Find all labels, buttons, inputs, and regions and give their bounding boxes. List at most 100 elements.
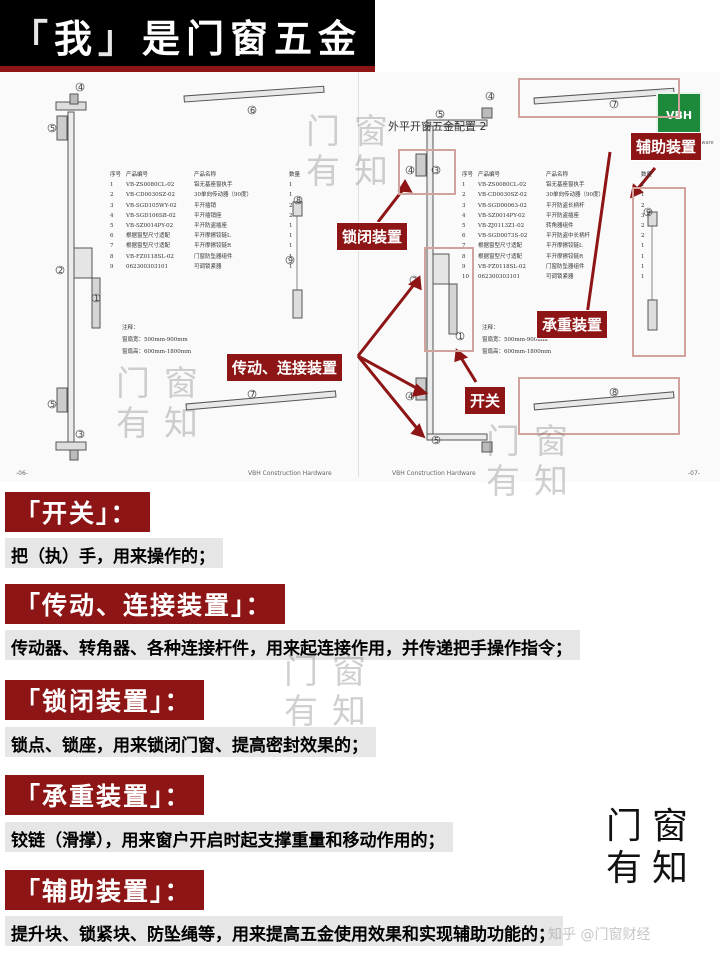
table-cell: 9 [462,263,466,270]
section-lock-desc: 锁点、锁座，用来锁闭门窗、提高密封效果的； [5,727,376,757]
svg-text:4: 4 [408,166,413,175]
table-cell: 7 [462,243,466,250]
table-cell: VB-SZ0014PY-02 [126,223,174,230]
right-drawing-labels: 4 5 4 3 2 1 4 5 7 8 9 [405,91,653,445]
svg-text:9: 9 [288,256,293,265]
table-cell: 1 [289,192,293,199]
header-title: 「我」是门窗五金 [10,17,363,61]
table-cell: 1 [641,253,645,260]
section-auxiliary-title: 「辅助装置」： [5,870,204,910]
table-cell: VB-ZS0080CL-02 [126,182,175,189]
table-cell: 门窗防坠器组件 [546,263,585,270]
table-cell: VB-ZS0080CL-02 [478,182,527,189]
brand-mark: 门窗有知 [606,806,699,889]
table-cell: 1 [289,243,293,250]
section-switch-desc: 把（执）手，用来操作的； [5,538,223,568]
table-cell: 7 [110,243,114,250]
note-line: 窗扇宽：500mm-900mm [482,337,548,343]
section-bearing-desc: 铰链（滑撑），用来窗户开启时起支撑重量和移动作用的； [5,822,453,852]
svg-text:5: 5 [50,124,55,133]
table-cell: VB-FZ0118SL-02 [478,263,526,270]
svg-text:7: 7 [250,390,255,399]
table-cell: 1 [289,233,293,240]
table-cell: 产品名称 [546,172,569,178]
hardware-drawings: 4 5 2 1 5 3 6 7 8 9 [47,82,675,461]
page-spine [358,72,359,477]
table-cell: 可调锁紧器 [546,274,574,281]
table-cell: 10 [462,274,469,281]
table-cell: VB-CD0030SZ-02 [126,192,176,199]
table-cell: 5 [462,223,466,230]
table-cell: VB-SZ0014PY-02 [478,212,526,219]
table-cell: 平开摩擦铰链L [546,243,583,250]
table-cell: VB-CD0030SZ-02 [478,192,528,199]
svg-text:1: 1 [94,294,99,303]
table-cell: 1 [110,182,114,189]
table-cell: 1 [641,192,645,199]
svg-text:8: 8 [296,196,301,205]
svg-text:5: 5 [438,110,443,119]
table-cell: 2 [641,233,645,240]
left-drawing-labels: 4 5 2 1 5 3 6 7 8 9 [47,82,303,439]
section-bearing-title: 「承重装置」： [5,775,204,815]
table-cell: 5 [110,223,114,230]
table-header-row: 序号产品编号产品名称数量 [462,170,661,180]
table-cell: 1 [289,253,293,260]
table-cell: 1 [289,223,293,230]
table-cell: 1 [641,263,645,270]
table-cell: VB-SGD105WY-02 [126,202,177,209]
table-cell: 平开防盗插座 [194,223,228,230]
svg-text:4: 4 [78,83,83,92]
lock-highlight-box [398,149,456,195]
header-red-strip [0,66,375,72]
callout-switch: 开关 [464,386,507,415]
table-cell: 平开摩擦铰链R [194,243,232,250]
table-cell: VB-SGD00063-02 [478,202,527,209]
svg-text:5: 5 [434,436,439,445]
table-cell: 30单向传动器（90度） [194,192,252,199]
svg-text:1: 1 [458,332,463,341]
bearing-top-highlight-box [518,78,680,118]
svg-text:3: 3 [434,166,439,175]
right-drawing [415,87,675,453]
table-cell: 1 [641,243,645,250]
note-line: 注释： [122,325,139,331]
table-cell: 铝无基座窗执手 [546,182,585,189]
table-cell: 数量 [289,172,301,178]
table-cell: 2 [462,192,466,199]
table-cell: 根据窗型尺寸适配 [478,253,523,260]
section-transmission-title: 「传动、连接装置」： [5,584,285,624]
table-cell: 062300303101 [478,274,520,281]
table-cell: 产品名称 [194,172,217,178]
table-cell: 序号 [462,172,474,178]
table-row: 9 VB-FZ0118SL-02 门窗防坠器组件 1 [462,262,661,272]
catalog-spread: 4 5 2 1 5 3 6 7 8 9 [0,72,720,502]
table-cell: 产品编号 [126,172,149,178]
svg-text:5: 5 [50,400,55,409]
bearing-bottom-highlight-box [518,377,680,435]
table-cell: 平开摩擦铰链L [194,233,231,240]
header-banner: 「我」是门窗五金 [0,0,375,72]
footer-brand-right: VBH Construction Hardware [392,470,476,477]
table-cell: 铝无基座窗执手 [194,182,233,189]
table-cell: 产品编号 [478,172,501,178]
table-cell: 8 [462,253,466,260]
auxiliary-highlight-box [632,187,686,357]
table-cell: 2 [289,212,293,219]
left-drawing [55,85,337,461]
svg-text:8: 8 [612,388,617,397]
table-cell: 平开防盗长柄杆 [546,202,585,209]
